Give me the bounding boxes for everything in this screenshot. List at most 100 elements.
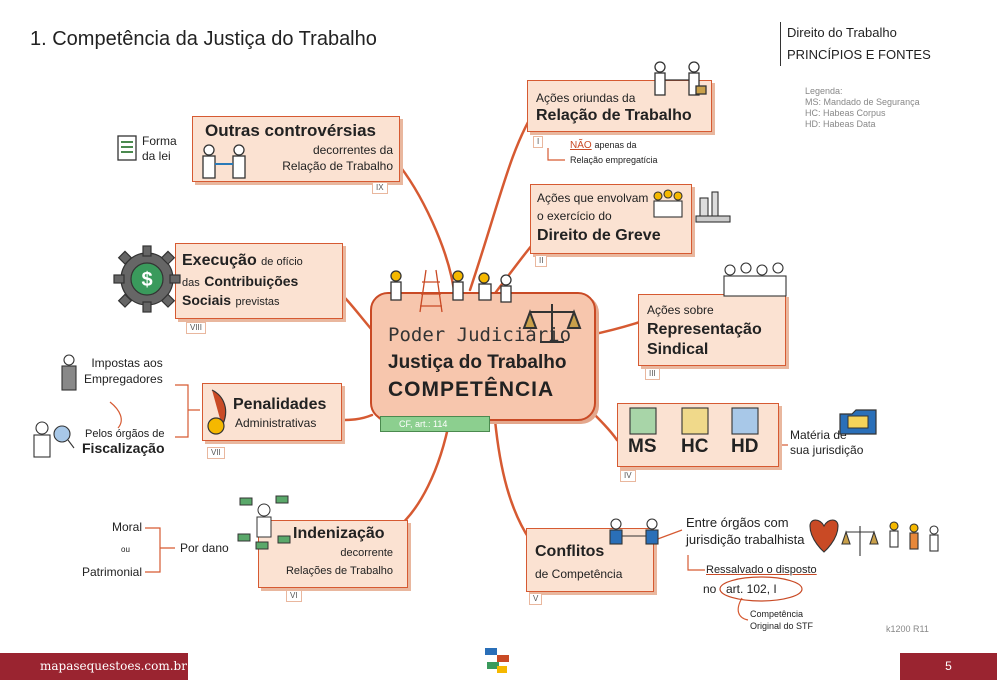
- legend-item: HD: Habeas Data: [805, 119, 876, 129]
- footer-site[interactable]: mapasequestoes.com.br: [0, 653, 188, 680]
- forma-line-1: Forma: [142, 134, 177, 148]
- art-label: art. 102, I: [726, 582, 777, 596]
- scales-icon: [522, 304, 582, 343]
- materia-label: Matéria de sua jurisdição: [790, 428, 863, 458]
- roman-v: V: [529, 593, 543, 605]
- inspector-icon: [33, 421, 75, 458]
- ms-label: MS: [628, 436, 657, 457]
- bracket-indenizacao: [145, 527, 175, 573]
- line-ressalvado: [687, 555, 705, 571]
- conflitos-line2: de Competência: [535, 567, 623, 581]
- money-person-icon: [237, 495, 291, 550]
- roman-ii: II: [535, 255, 548, 267]
- branch-line-indenizacao: [393, 416, 452, 532]
- roman-vi: VI: [286, 590, 302, 602]
- outras-line2: decorrentes da: [312, 143, 393, 157]
- stf-note: Competência Original do STF: [750, 608, 813, 632]
- penalidades-title: Penalidades: [233, 396, 327, 413]
- relacao-note-nao: NÃO: [570, 140, 592, 151]
- fiscalizacao-label: Fiscalização: [82, 440, 165, 456]
- center-node: Poder Judiciário Justiça do Trabalho COM…: [370, 292, 596, 421]
- branch-line-relacao: [468, 108, 537, 292]
- branch-line-conflitos: [493, 418, 532, 542]
- legend-item: MS: Mandado de Segurança: [805, 97, 920, 107]
- patrimonial-label: Patrimonial: [82, 565, 143, 579]
- roman-ix: IX: [372, 182, 388, 194]
- execucao-text-1: Execução de ofício: [182, 252, 303, 270]
- line-relacao-note: [547, 148, 565, 161]
- page-number: 5: [900, 653, 997, 680]
- hc-label: HC: [681, 436, 709, 457]
- execucao-w2: de ofício: [261, 256, 303, 268]
- conflitos-title: Conflitos: [535, 543, 605, 560]
- no-label: no: [703, 582, 717, 596]
- execucao-w4: Contribuições: [204, 273, 299, 289]
- art-highlight-ellipse: [719, 576, 803, 602]
- pelos-label: Pelos órgãos de Fiscalização: [82, 428, 165, 456]
- execucao-w5: Sociais: [182, 292, 232, 308]
- writ-jars-icon: [629, 407, 759, 435]
- line-stf: [737, 597, 749, 621]
- document-icon: [117, 135, 137, 161]
- relacao-note: NÃO apenas da Relação empregatícia: [570, 138, 658, 167]
- page-title: 1. Competência da Justiça do Trabalho: [30, 28, 377, 50]
- sindical-box: Ações sobre Representação Sindical: [638, 294, 786, 366]
- code-label: k1200 R11: [886, 624, 929, 634]
- outras-box: Outras controvérsias decorrentes da Rela…: [192, 116, 400, 182]
- roman-i: I: [533, 136, 544, 148]
- greve-line1: Ações que envolvam: [537, 191, 649, 205]
- branch-line-outras: [393, 158, 457, 300]
- materia-line-2: sua jurisdição: [790, 443, 864, 457]
- workers-icon: [390, 269, 512, 313]
- relacao-line1: Ações oriundas da: [536, 91, 636, 105]
- roman-iv: IV: [620, 470, 636, 482]
- entre-line-2: jurisdição trabalhista: [686, 532, 805, 547]
- section-label: PRINCÍPIOS E FONTES: [787, 47, 931, 62]
- handshake-people-icon: [202, 144, 246, 179]
- center-line-2: Justiça do Trabalho: [388, 352, 567, 373]
- logo-icon: [485, 648, 509, 673]
- ou-label: ou: [121, 545, 130, 554]
- handshake-icon: [654, 61, 707, 96]
- execucao-w6: previstas: [235, 296, 280, 308]
- execucao-text-2: das Contribuições: [182, 273, 298, 291]
- indenizacao-line3: Relações de Trabalho: [285, 565, 393, 577]
- relacao-note-rest: apenas da: [594, 140, 637, 150]
- legend: Legenda: MS: Mandado de Segurança HC: Ha…: [805, 86, 920, 130]
- execucao-w3: das: [182, 277, 200, 289]
- roman-vii: VII: [207, 447, 225, 459]
- subject-header: Direito do Trabalho PRINCÍPIOS E FONTES: [780, 22, 931, 66]
- indenizacao-title: Indenização: [293, 525, 385, 542]
- sindical-line1: Ações sobre: [647, 303, 714, 317]
- quill-gear-icon: [207, 389, 227, 435]
- center-line-1: Poder Judiciário: [388, 324, 572, 346]
- execucao-box: Execução de ofício das Contribuições Soc…: [175, 243, 343, 319]
- penalidades-line2: Administrativas: [235, 416, 317, 430]
- legend-item: HC: Habeas Corpus: [805, 108, 886, 118]
- roman-viii: VIII: [186, 322, 207, 334]
- employer-icon: [61, 354, 77, 391]
- moral-label: Moral: [112, 520, 143, 534]
- execucao-w1: Execução: [182, 252, 257, 269]
- folder-icon: [839, 409, 877, 435]
- greve-line3: Direito de Greve: [537, 227, 661, 244]
- cf-reference-tag: CF, art.: 114: [380, 416, 490, 432]
- strike-crowd-icon: [653, 189, 731, 223]
- arrow-impostas-pelos: [109, 401, 122, 429]
- impostas-label: Impostas aos Empregadores: [84, 355, 163, 387]
- tug-of-war-icon: [609, 518, 659, 545]
- relacao-box: Ações oriundas da Relação de Trabalho: [527, 80, 712, 132]
- entre-label: Entre órgãos com jurisdição trabalhista: [686, 514, 805, 548]
- entre-line-1: Entre órgãos com: [686, 515, 789, 530]
- branch-line-penalidades: [338, 413, 374, 422]
- branch-line-sindical: [588, 320, 642, 337]
- forma-label: Forma da lei: [142, 134, 177, 164]
- relacao-note-line2: Relação empregatícia: [570, 155, 658, 165]
- indenizacao-line2: decorrente: [340, 547, 393, 559]
- outras-title: Outras controvérsias: [205, 121, 377, 140]
- relacao-line2: Relação de Trabalho: [536, 107, 692, 124]
- execucao-text-3: Sociais previstas: [182, 292, 280, 310]
- line-conflitos-entre: [654, 529, 683, 541]
- roman-iii: III: [645, 368, 660, 380]
